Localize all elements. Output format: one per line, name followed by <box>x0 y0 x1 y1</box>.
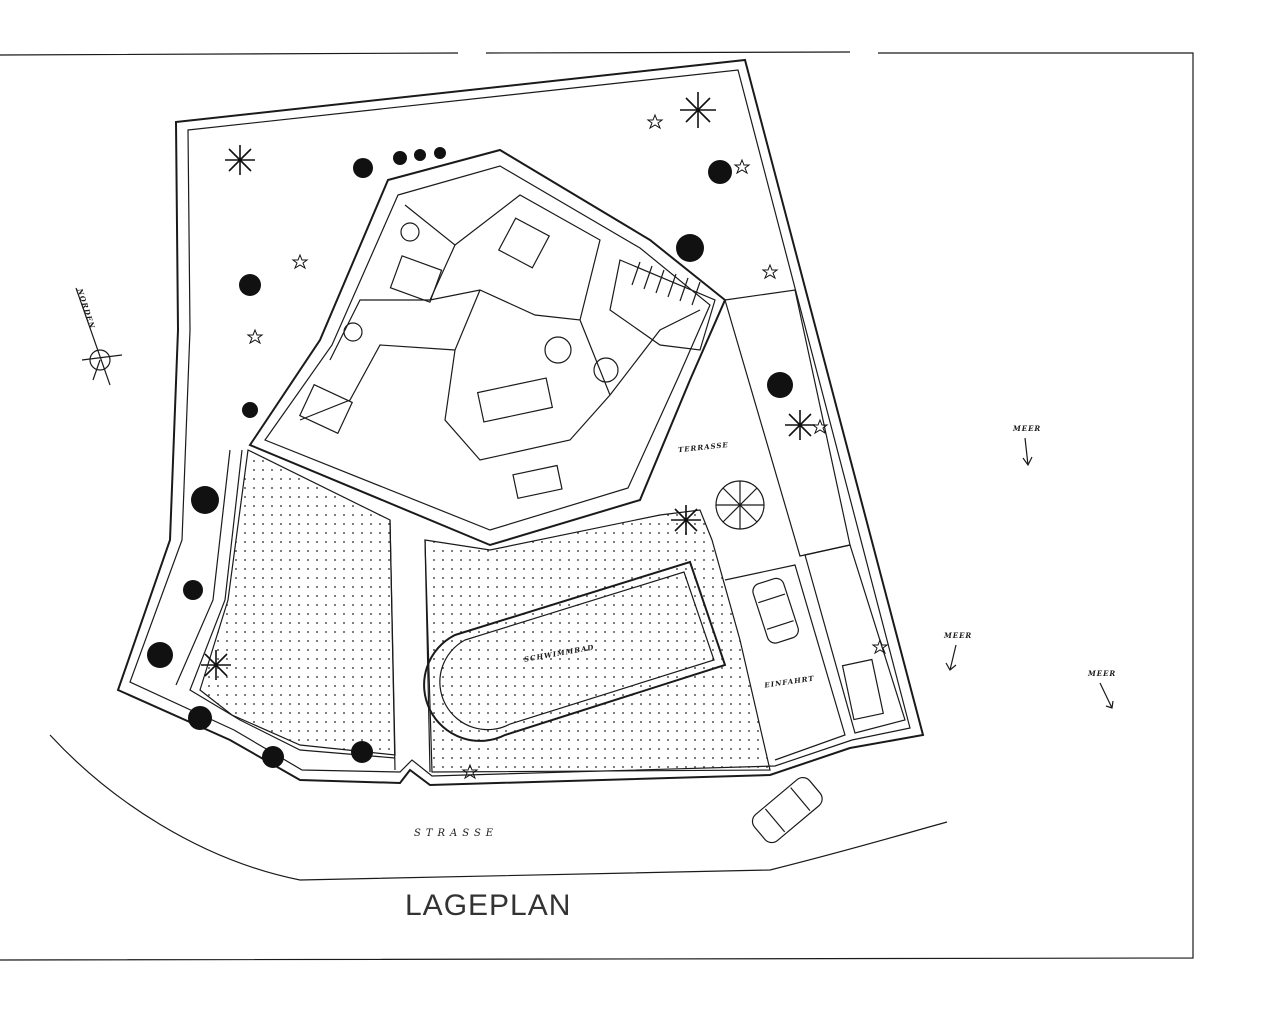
arrow-down-icon <box>1022 437 1033 467</box>
tree-icon <box>242 402 258 418</box>
street: STRASSE <box>49 734 948 881</box>
page-title: LAGEPLAN <box>405 889 571 922</box>
palm-icon <box>671 505 701 535</box>
palm-icon <box>785 410 815 440</box>
driveway-label: EINFAHRT <box>763 674 815 690</box>
drawing-frame <box>0 51 1194 961</box>
sea-label: MEER <box>943 631 972 640</box>
arrow-down-icon <box>945 644 957 671</box>
tree-icon <box>239 274 261 296</box>
garden-path <box>389 519 431 773</box>
north-arrow: NORDEN <box>75 287 123 386</box>
car-icon <box>751 776 823 844</box>
tree-icon <box>767 372 793 398</box>
lawn-areas <box>199 449 771 773</box>
star-shrub-icon <box>291 253 309 270</box>
tree-icon <box>183 580 203 600</box>
tree-group <box>147 147 793 768</box>
tree-icon <box>188 706 212 730</box>
car-icon <box>752 577 799 644</box>
compass-rose-icon <box>75 287 123 386</box>
east-garden <box>724 289 906 734</box>
palm-icon <box>225 145 255 175</box>
tree-icon <box>262 746 284 768</box>
star-shrub-icon <box>461 763 479 780</box>
tree-icon <box>414 149 426 161</box>
star-shrub-icon <box>761 263 779 280</box>
hedge-band <box>175 449 396 759</box>
star-shrub-icon <box>646 113 664 130</box>
sea-label: MEER <box>1087 669 1116 678</box>
palm-group <box>201 92 815 680</box>
terrace: TERRASSE <box>678 440 765 530</box>
tree-icon <box>351 741 373 763</box>
arrow-down-icon <box>1099 682 1114 709</box>
shrub-group <box>246 113 889 780</box>
tree-icon <box>434 147 446 159</box>
star-shrub-icon <box>871 638 889 655</box>
star-shrub-icon <box>246 328 264 345</box>
tree-icon <box>708 160 732 184</box>
sea-marker-3: MEER <box>1087 669 1116 709</box>
star-shrub-icon <box>733 158 751 175</box>
street-label: STRASSE <box>414 828 498 839</box>
star-shrub-icon <box>811 418 829 435</box>
tree-icon <box>676 234 704 262</box>
tree-icon <box>393 151 407 165</box>
house <box>248 148 727 547</box>
terrace-label: TERRASSE <box>678 440 730 454</box>
tree-icon <box>191 486 219 514</box>
sea-label: MEER <box>1012 424 1041 433</box>
north-label: NORDEN <box>75 287 97 331</box>
palm-icon <box>201 650 231 680</box>
tree-icon <box>353 158 373 178</box>
sea-marker-2: MEER <box>943 631 972 671</box>
property-boundary <box>116 58 925 787</box>
palm-icon <box>680 92 716 128</box>
tree-icon <box>147 642 173 668</box>
sea-marker-1: MEER <box>1012 424 1041 467</box>
